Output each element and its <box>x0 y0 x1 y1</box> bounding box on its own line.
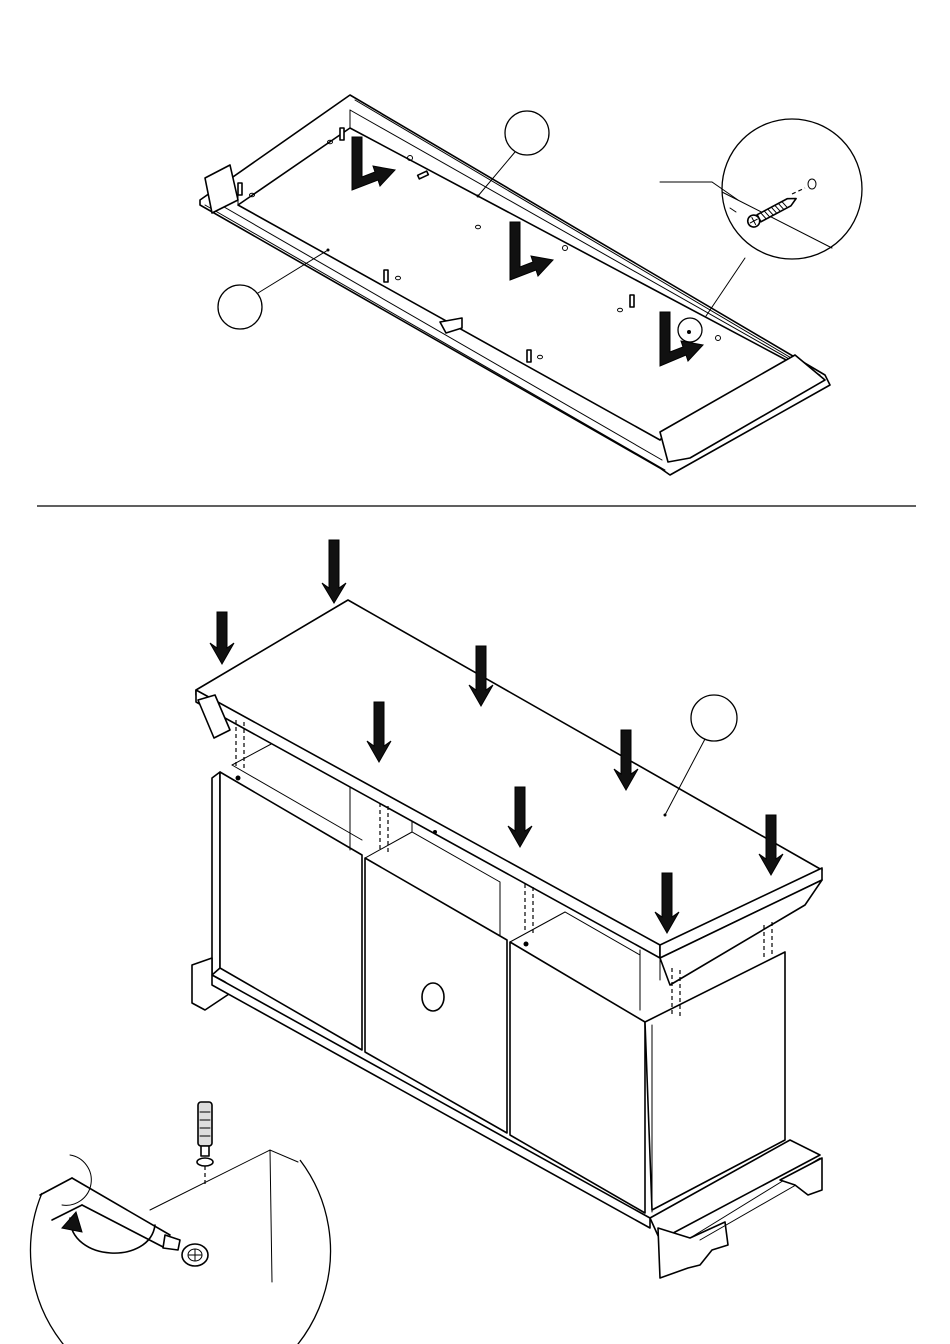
cabinet-left-side <box>212 772 220 975</box>
cam-lock-icon <box>182 1244 208 1266</box>
cabinet-left-door <box>220 772 362 1050</box>
down-arrow-1 <box>322 540 346 603</box>
step-1-illustration <box>200 95 862 475</box>
cam-lock-detail <box>30 1102 330 1344</box>
step-2-illustration <box>30 540 822 1344</box>
cabinet-right-door <box>510 942 645 1213</box>
cabinet-center-door <box>365 858 507 1133</box>
panel-callout-a <box>477 111 550 198</box>
down-arrow-2 <box>210 612 234 664</box>
